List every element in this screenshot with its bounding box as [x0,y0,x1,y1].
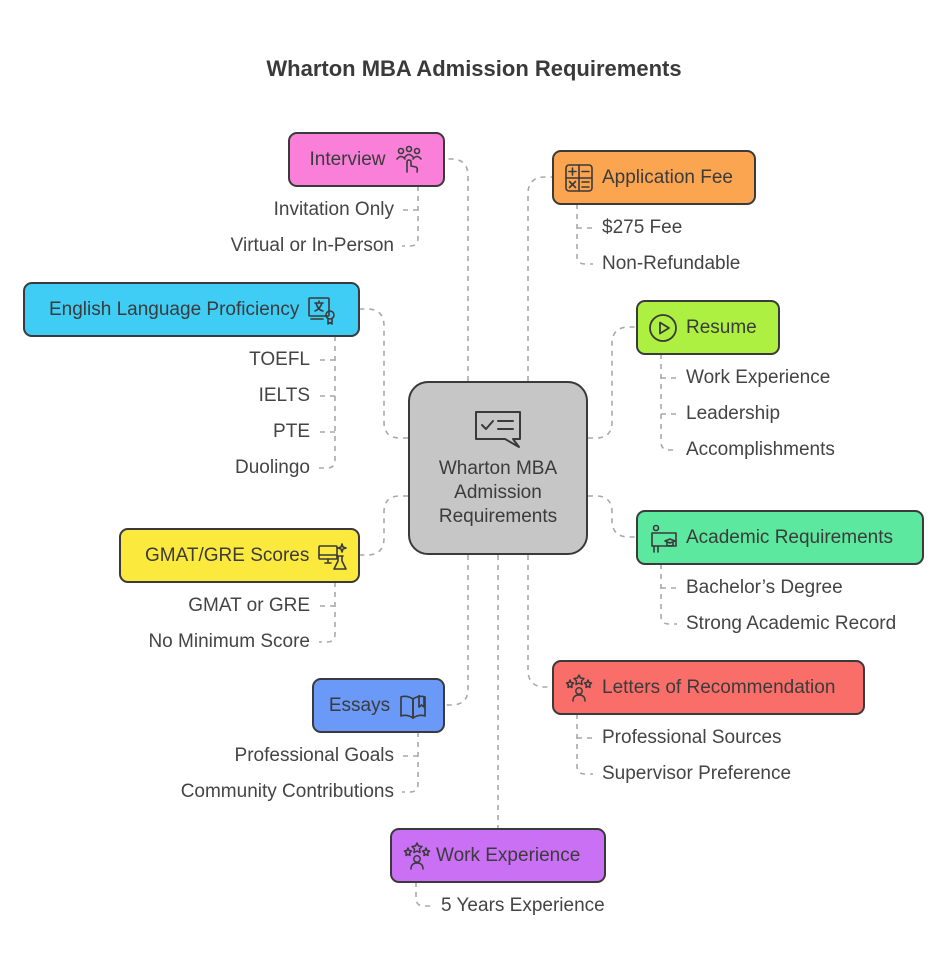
sub-item: Bachelor’s Degree [686,577,843,598]
people-pointer-icon [394,145,424,175]
sub-item: Work Experience [686,367,831,388]
person-stars-icon [402,841,432,871]
computer-flask-icon [317,541,348,571]
sub-item: No Minimum Score [148,631,310,652]
node-essays-label: Essays [328,694,391,716]
teacher-board-icon [648,523,678,553]
sub-item: Professional Goals [234,745,394,766]
calculator-icon [564,163,594,193]
sub-item: Non-Refundable [602,253,741,274]
sub-item: Accomplishments [686,439,835,460]
sub-item: GMAT or GRE [188,595,310,616]
sub-item: $275 Fee [602,217,683,238]
checklist-chat-icon [473,409,523,449]
sub-item: Virtual or In-Person [230,235,394,256]
node-application-fee: Application Fee [552,150,756,205]
node-work-experience: Work Experience [390,828,606,883]
person-stars-icon [564,673,594,703]
node-academic-requirements: Academic Requirements [636,510,924,565]
sub-item: Duolingo [235,457,310,478]
sub-item: TOEFL [249,349,310,370]
sub-item: Strong Academic Record [686,613,897,634]
diagram-title: Wharton MBA Admission Requirements [266,56,682,81]
node-english-language: English Language Proficiency [23,282,360,337]
node-work-experience-label: Work Experience [436,844,581,866]
open-book-icon [398,691,428,721]
sub-item: 5 Years Experience [441,895,605,916]
node-letters-of-recommendation: Letters of Recommendation [552,660,865,715]
node-interview-label: Interview [309,148,386,170]
sub-item: IELTS [258,385,310,406]
sub-item: Community Contributions [180,781,394,802]
node-letters-of-recommendation-label: Letters of Recommendation [602,676,836,698]
node-essays: Essays [312,678,445,733]
center-line-2: Admission [454,482,542,503]
node-gmat-gre-label: GMAT/GRE Scores [145,544,310,566]
center-line-1: Wharton MBA [438,458,558,479]
node-resume-label: Resume [686,316,757,338]
sub-item: Invitation Only [273,199,394,220]
translate-certificate-icon [307,295,337,325]
central-node: Wharton MBA Admission Requirements [408,381,588,555]
node-academic-requirements-label: Academic Requirements [686,526,893,548]
node-gmat-gre: GMAT/GRE Scores [119,528,360,583]
center-line-3: Requirements [438,506,558,527]
sub-item: Supervisor Preference [602,763,792,784]
sub-item: PTE [273,421,310,442]
node-application-fee-label: Application Fee [602,166,733,188]
play-circle-icon [648,313,678,343]
node-resume: Resume [636,300,780,355]
sub-item: Professional Sources [602,727,782,748]
node-interview: Interview [288,132,445,187]
sub-item: Leadership [686,403,781,424]
node-english-language-label: English Language Proficiency [49,298,300,320]
